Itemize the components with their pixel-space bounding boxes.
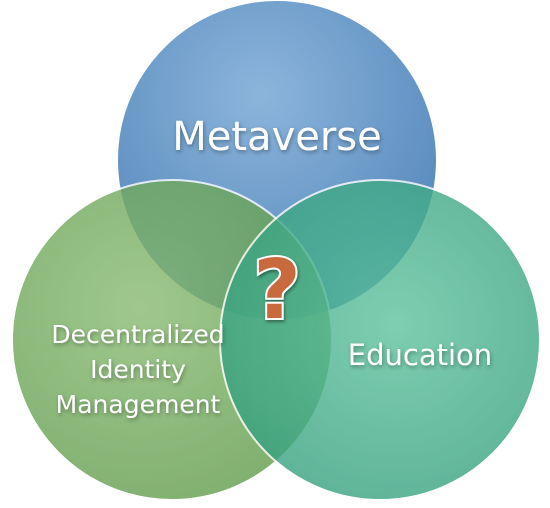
identity-label-line-1: Decentralized (51, 320, 224, 349)
metaverse-label: Metaverse (172, 114, 382, 160)
education-circle (219, 179, 541, 501)
identity-label-line-2: Identity (90, 355, 186, 384)
education-label: Education (348, 338, 492, 372)
identity-label-line-3: Management (56, 390, 221, 419)
question-mark-icon: ? (253, 243, 301, 338)
